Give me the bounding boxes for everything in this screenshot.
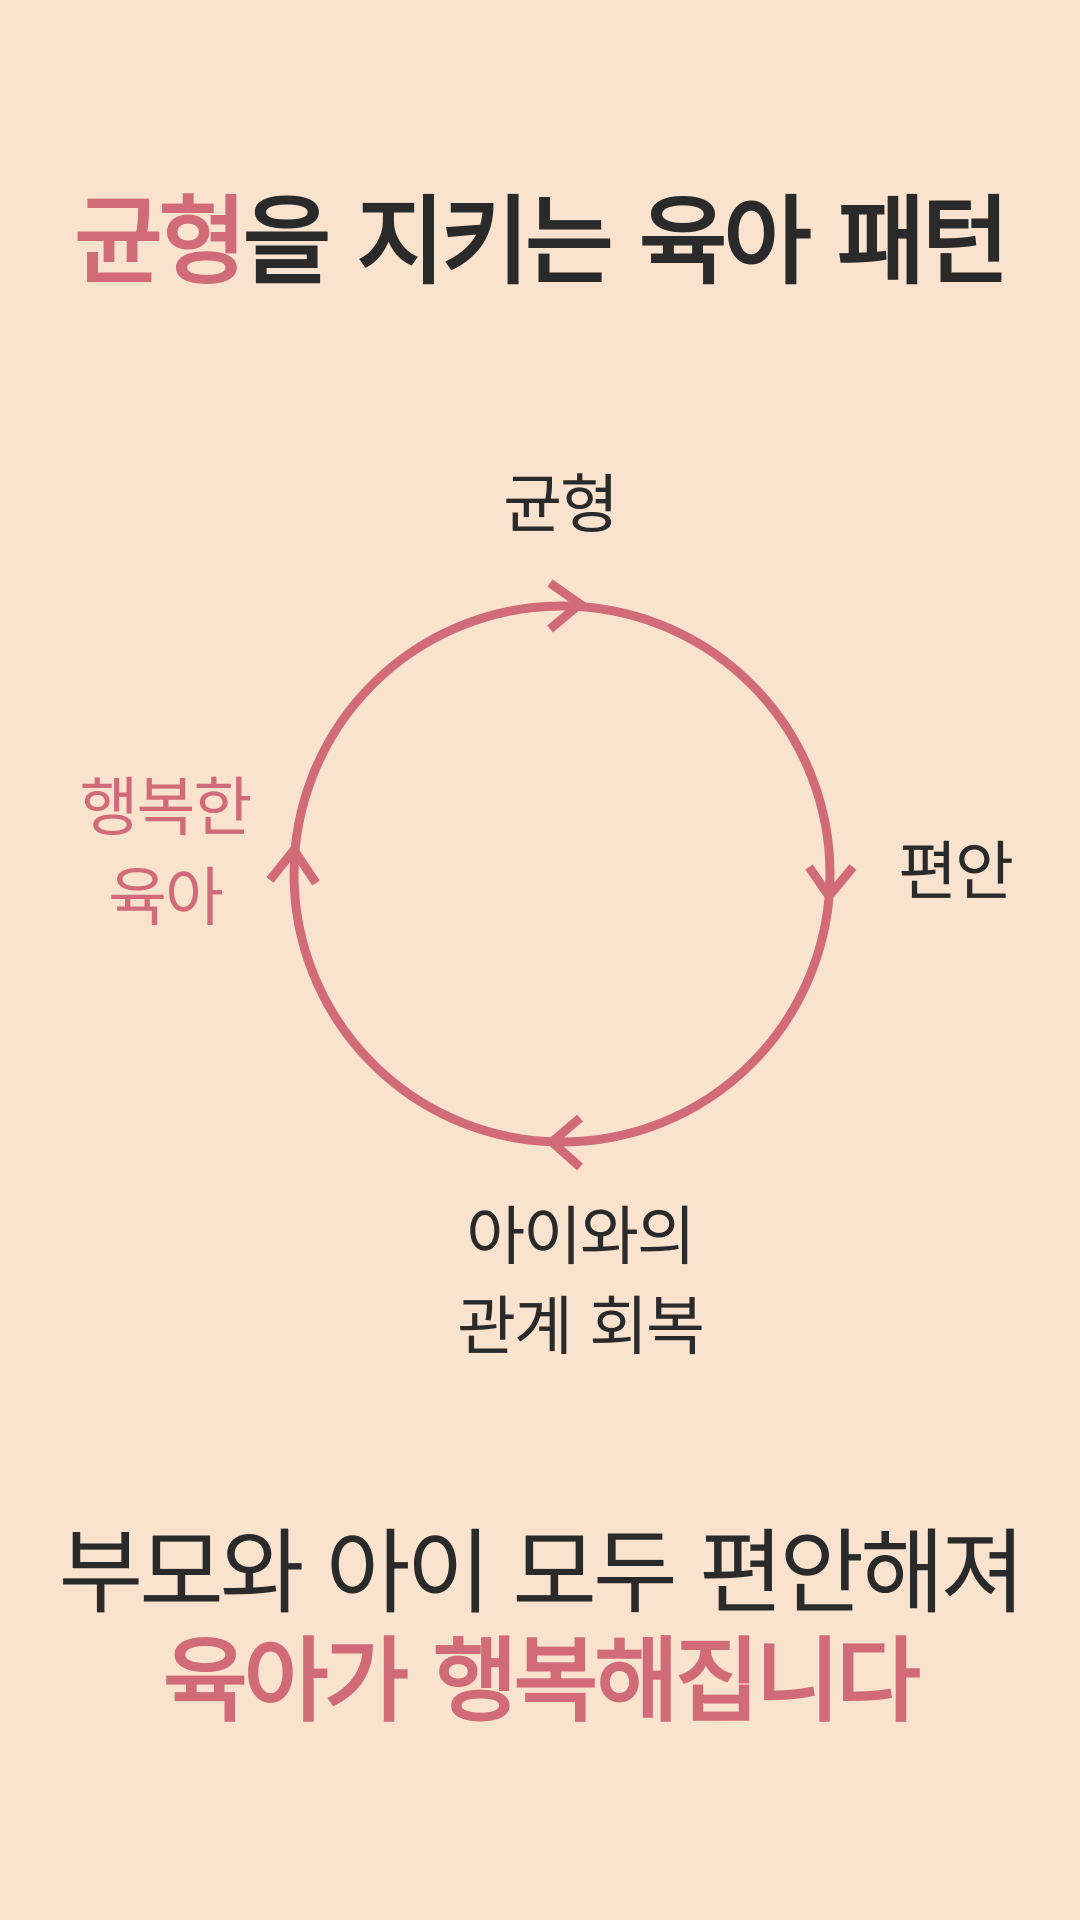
node-comfort: 편안 [850, 828, 1060, 918]
closing-line-2: 육아가 행복해집니다 [163, 1628, 921, 1735]
title-highlight: 균형 [74, 186, 247, 298]
node-happy-line-1: 행복한 [79, 772, 253, 846]
arrow-left-icon [266, 842, 320, 886]
arrow-top-icon [547, 579, 588, 633]
title-rest: 을 지키는 육아 패턴 [242, 186, 1010, 298]
arrow-right-icon [805, 864, 857, 904]
node-relationship-line-1: 아이와의 [466, 1201, 696, 1275]
node-balance: 균형 [400, 461, 720, 551]
cycle-circle [289, 601, 835, 1147]
node-comfort-label: 편안 [898, 836, 1014, 910]
node-happy-parenting: 행복한 육아 [20, 764, 310, 944]
arrow-bottom-icon [545, 1114, 583, 1171]
node-balance-label: 균형 [503, 469, 619, 543]
closing-message: 부모와 아이 모두 편안해져 육아가 행복해집니다 [0, 1520, 1080, 1736]
node-relationship-line-2: 관계 회복 [457, 1291, 705, 1365]
closing-line-1: 부모와 아이 모두 편안해져 [58, 1520, 1026, 1627]
page-title: 균형을 지키는 육아 패턴 [0, 182, 1080, 302]
node-relationship-recovery: 아이와의 관계 회복 [380, 1193, 780, 1373]
node-happy-line-2: 육아 [108, 862, 224, 936]
